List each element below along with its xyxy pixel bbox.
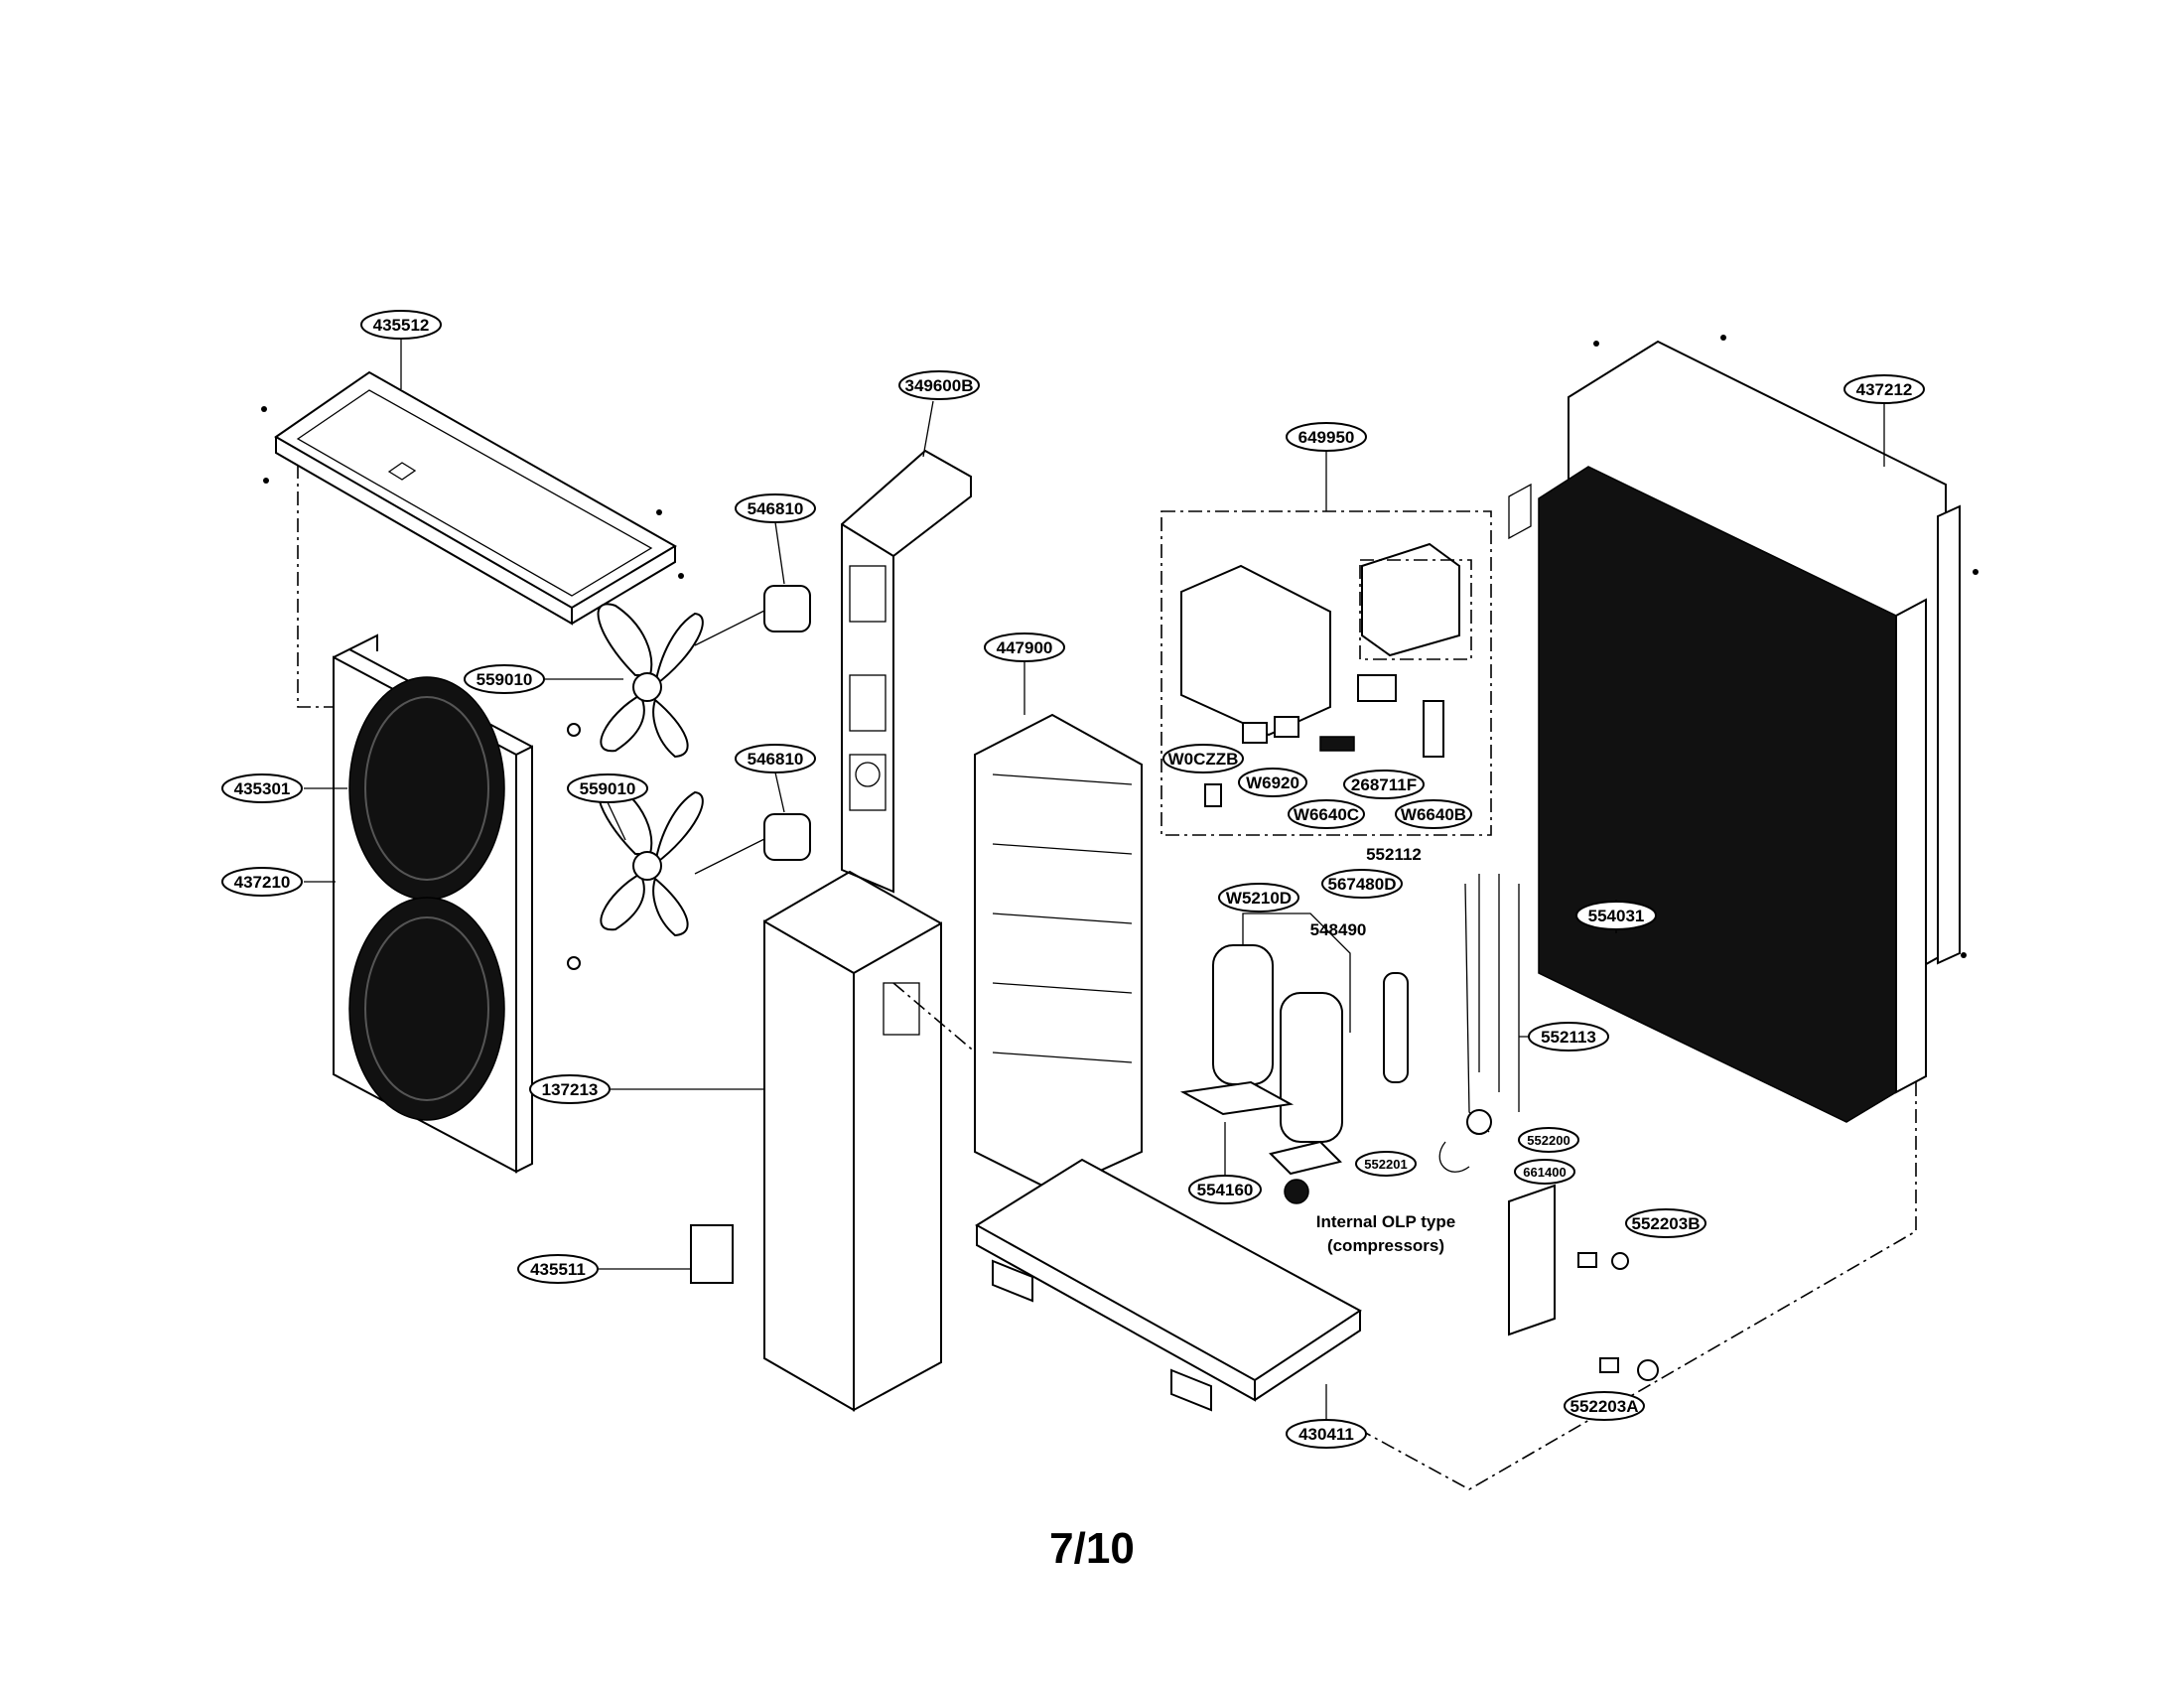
callout-W5210D: W5210D xyxy=(1218,883,1299,912)
svg-text:552203B: 552203B xyxy=(1631,1214,1700,1233)
olp-note: Internal OLP type (compressors) xyxy=(1316,1212,1455,1255)
callout-661400: 661400 xyxy=(1514,1159,1575,1185)
callout-437212: 437212 xyxy=(1843,374,1925,404)
svg-text:552201: 552201 xyxy=(1364,1157,1407,1172)
svg-text:(compressors): (compressors) xyxy=(1327,1236,1444,1255)
callout-548490: 548490 xyxy=(1310,920,1367,939)
svg-text:447900: 447900 xyxy=(997,638,1053,657)
svg-text:649950: 649950 xyxy=(1298,428,1355,447)
svg-text:268711F: 268711F xyxy=(1351,775,1417,794)
svg-text:W6640B: W6640B xyxy=(1401,805,1466,824)
fan-motor-bracket xyxy=(841,449,972,894)
svg-text:349600B: 349600B xyxy=(904,376,973,395)
callout-W6920: W6920 xyxy=(1238,768,1307,797)
svg-text:546810: 546810 xyxy=(748,750,804,769)
callout-554160: 554160 xyxy=(1188,1175,1262,1204)
fan-blades-and-motors xyxy=(567,585,811,970)
control-box-group xyxy=(1160,510,1492,836)
callout-W6640B: W6640B xyxy=(1395,799,1472,829)
callout-437210: 437210 xyxy=(221,867,303,897)
svg-text:W6920: W6920 xyxy=(1246,773,1299,792)
callout-559010-upper: 559010 xyxy=(464,664,545,694)
svg-text:548490: 548490 xyxy=(1310,920,1367,939)
callout-552112: 552112 xyxy=(1366,845,1422,864)
base-pan xyxy=(975,1158,1362,1412)
svg-text:552200: 552200 xyxy=(1527,1133,1570,1148)
svg-text:559010: 559010 xyxy=(580,779,636,798)
svg-text:554031: 554031 xyxy=(1588,907,1645,925)
callout-552201: 552201 xyxy=(1355,1151,1417,1177)
callout-435512: 435512 xyxy=(360,310,442,340)
upper-fan-grille xyxy=(348,676,505,901)
callout-649950: 649950 xyxy=(1286,422,1367,452)
callout-349600B: 349600B xyxy=(898,370,980,400)
svg-text:559010: 559010 xyxy=(477,670,533,689)
svg-text:W6640C: W6640C xyxy=(1294,805,1359,824)
side-panel xyxy=(690,870,1024,1412)
svg-text:661400: 661400 xyxy=(1523,1165,1566,1180)
svg-text:430411: 430411 xyxy=(1298,1425,1354,1444)
callout-137213: 137213 xyxy=(529,1074,611,1104)
callout-268711F: 268711F xyxy=(1343,770,1425,799)
svg-text:W0CZZB: W0CZZB xyxy=(1168,750,1239,769)
svg-text:546810: 546810 xyxy=(748,499,804,518)
svg-text:437210: 437210 xyxy=(234,873,291,892)
callout-552113: 552113 xyxy=(1528,1022,1609,1052)
svg-text:552203A: 552203A xyxy=(1570,1397,1638,1416)
callout-552203B: 552203B xyxy=(1625,1208,1706,1238)
callout-567480D: 567480D xyxy=(1321,869,1403,899)
svg-text:552112: 552112 xyxy=(1366,845,1422,864)
svg-text:567480D: 567480D xyxy=(1327,875,1396,894)
svg-text:552113: 552113 xyxy=(1541,1028,1596,1047)
svg-text:Internal OLP type: Internal OLP type xyxy=(1316,1212,1455,1231)
svg-text:435512: 435512 xyxy=(373,316,430,335)
callout-447900: 447900 xyxy=(984,632,1065,662)
lower-fan-grille xyxy=(348,897,505,1121)
callout-546810-upper: 546810 xyxy=(735,493,816,523)
callout-552200: 552200 xyxy=(1518,1127,1579,1153)
callout-552203A: 552203A xyxy=(1564,1391,1645,1421)
callout-546810-lower: 546810 xyxy=(735,744,816,773)
svg-text:137213: 137213 xyxy=(542,1080,599,1099)
callout-435301: 435301 xyxy=(221,773,303,803)
callout-435511: 435511 xyxy=(517,1254,599,1284)
page-number: 7/10 xyxy=(1049,1524,1135,1573)
callout-430411: 430411 xyxy=(1286,1419,1367,1449)
svg-text:W5210D: W5210D xyxy=(1226,889,1292,908)
callout-W6640C: W6640C xyxy=(1288,799,1365,829)
compressors-and-piping xyxy=(1179,874,1520,1204)
valve-bracket-and-valves xyxy=(1508,1184,1659,1381)
rear-grille-and-condenser xyxy=(1359,335,1979,1490)
partition-panel xyxy=(974,713,1143,1193)
svg-text:435511: 435511 xyxy=(530,1260,586,1279)
front-panel xyxy=(333,633,533,1174)
callout-559010-lower: 559010 xyxy=(567,773,648,803)
svg-text:437212: 437212 xyxy=(1856,380,1913,399)
svg-text:554160: 554160 xyxy=(1197,1181,1254,1199)
callout-554031: 554031 xyxy=(1575,901,1657,930)
svg-text:435301: 435301 xyxy=(234,779,291,798)
callout-W0CZZB: W0CZZB xyxy=(1162,744,1244,773)
